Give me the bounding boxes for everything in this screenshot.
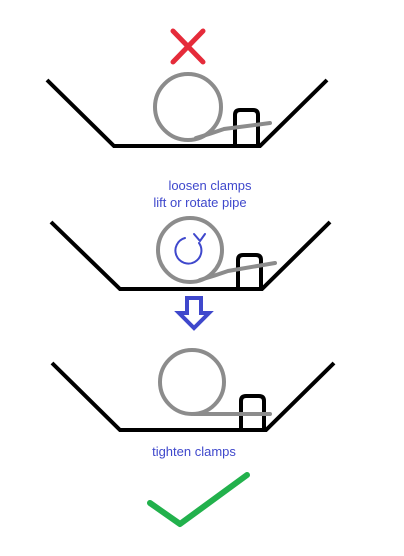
trough (49, 220, 332, 291)
rotate-arrow-icon (174, 233, 206, 265)
clamp-strap (194, 121, 272, 140)
panel-correct-setup (50, 348, 336, 432)
trough (50, 361, 336, 432)
step-caption: tighten clamps (152, 444, 236, 459)
pipe (158, 348, 226, 416)
step-caption-line1: loosen clamps (168, 178, 252, 193)
clamp-block (233, 108, 260, 146)
pipe (156, 216, 224, 284)
panel-wrong-setup (45, 72, 329, 148)
panel-adjust-setup (49, 216, 332, 291)
check-mark-icon (147, 472, 250, 527)
clamp-block (236, 253, 263, 289)
clamp-strap (198, 261, 277, 282)
trough (45, 78, 329, 148)
pipe (153, 72, 223, 142)
down-arrow-icon (174, 296, 214, 331)
step-caption-line2: lift or rotate pipe (153, 195, 246, 210)
clamp-block (239, 394, 266, 430)
cross-mark-icon (170, 28, 206, 65)
